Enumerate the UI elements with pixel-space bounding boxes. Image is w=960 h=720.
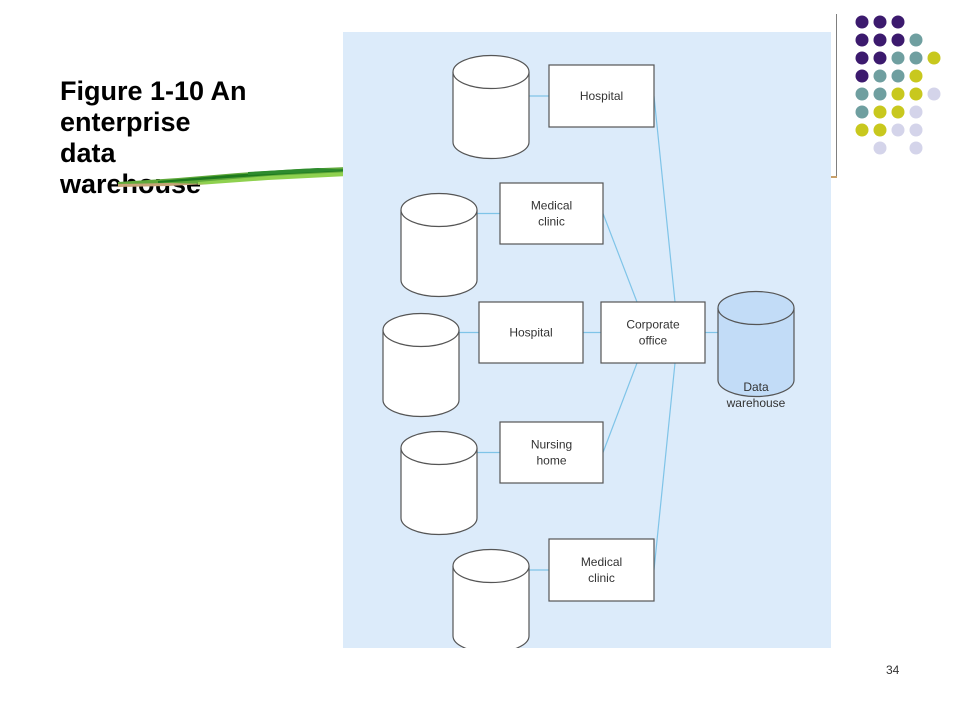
- decorative-dot: [909, 87, 923, 101]
- title-line: Figure 1-10 An: [60, 76, 247, 106]
- source-node: [548, 64, 655, 128]
- decorative-dot: [927, 51, 941, 65]
- decorative-dot: [891, 69, 905, 83]
- title-line: enterprise: [60, 107, 191, 137]
- source-node-label: Medical: [531, 199, 572, 213]
- corporate-office-label: Corporate: [626, 318, 680, 332]
- decorative-dot: [891, 33, 905, 47]
- cylinder-top: [400, 430, 478, 466]
- cylinder-body: [452, 566, 530, 648]
- decorative-dot: [891, 105, 905, 119]
- decorative-dot: [873, 33, 887, 47]
- decorative-dot: [855, 123, 869, 137]
- decorative-dot: [855, 69, 869, 83]
- decorative-dot: [891, 15, 905, 29]
- decorative-dot: [909, 51, 923, 65]
- decorative-dot: [855, 33, 869, 47]
- decorative-dot: [909, 141, 923, 155]
- source-node: [499, 182, 604, 245]
- data-warehouse-label: warehouse: [726, 396, 786, 410]
- decorative-dot: [909, 33, 923, 47]
- decorative-dot: [873, 87, 887, 101]
- decorative-dot: [873, 69, 887, 83]
- decorative-dot: [909, 105, 923, 119]
- connector-line: [653, 362, 676, 571]
- source-node: [499, 421, 604, 484]
- decorative-dot: [873, 123, 887, 137]
- cylinder-top: [452, 54, 530, 90]
- connector-line: [602, 213, 638, 303]
- cylinder-body: [452, 72, 530, 160]
- source-database-icon: [452, 54, 530, 160]
- cylinder-body: [382, 330, 460, 418]
- slide-title: Figure 1-10 An enterprise data warehouse: [60, 76, 320, 200]
- source-node-label: home: [536, 454, 566, 468]
- data-warehouse-icon: [717, 290, 795, 398]
- decorative-divider: [836, 14, 837, 178]
- connector-line: [602, 362, 638, 453]
- connector-line: [653, 95, 676, 303]
- title-line: data: [60, 138, 116, 168]
- decorative-streak: [118, 167, 348, 187]
- corporate-office-label: office: [639, 334, 668, 348]
- decorative-dot: [873, 51, 887, 65]
- decorative-dot: [891, 123, 905, 137]
- cylinder-body: [400, 210, 478, 298]
- source-node-label: Nursing: [531, 438, 572, 452]
- source-database-icon: [400, 430, 478, 536]
- source-node-label: clinic: [538, 215, 565, 229]
- decorative-dot: [891, 51, 905, 65]
- decorative-tick: [829, 176, 837, 178]
- page-number: 34: [886, 663, 900, 677]
- decorative-dot: [927, 87, 941, 101]
- decorative-dot: [873, 141, 887, 155]
- decorative-dot: [855, 105, 869, 119]
- source-database-icon: [382, 312, 460, 418]
- source-database-icon: [400, 192, 478, 298]
- source-node-label: Hospital: [580, 89, 623, 103]
- cylinder-top: [452, 548, 530, 584]
- decorative-dot: [855, 51, 869, 65]
- cylinder-top: [400, 192, 478, 228]
- cylinder-body: [400, 448, 478, 536]
- source-database-icon: [452, 548, 530, 648]
- cylinder-top: [382, 312, 460, 348]
- corporate-office-node: [600, 301, 706, 364]
- decorative-dot: [891, 87, 905, 101]
- source-node: [548, 538, 655, 602]
- source-node-label: clinic: [588, 571, 615, 585]
- decorative-dot: [855, 87, 869, 101]
- decorative-dot: [909, 123, 923, 137]
- decorative-dot: [855, 15, 869, 29]
- data-warehouse-label: Data: [743, 380, 769, 394]
- source-node-label: Hospital: [509, 326, 552, 340]
- source-node: [478, 301, 584, 364]
- decorative-dot: [909, 69, 923, 83]
- decorative-dot-grid: [855, 15, 941, 155]
- cylinder-body: [717, 308, 795, 398]
- cylinder-top: [717, 290, 795, 326]
- decorative-dot: [873, 15, 887, 29]
- enterprise-data-warehouse-diagram: HospitalMedicalclinicHospitalNursinghome…: [382, 54, 795, 648]
- decorative-dot: [873, 105, 887, 119]
- source-node-label: Medical: [581, 555, 622, 569]
